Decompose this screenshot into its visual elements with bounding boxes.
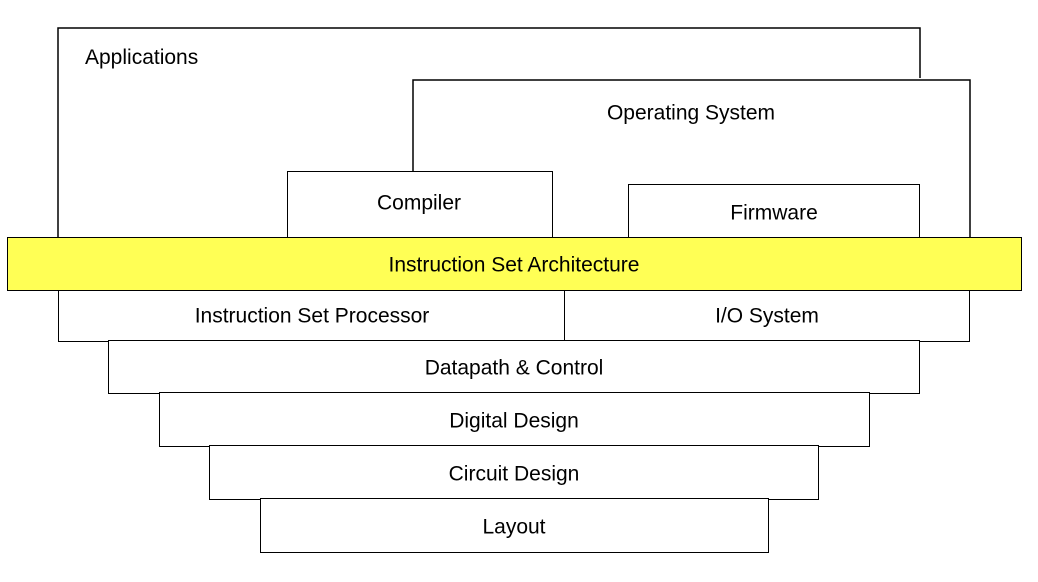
circuit-design-label: Circuit Design [448, 462, 580, 486]
io-system-box [564, 289, 970, 342]
isa-box [7, 237, 1022, 291]
digital-design-box [159, 392, 870, 447]
firmware-label: Firmware [730, 201, 818, 225]
layout-box [260, 498, 769, 553]
compiler-box [287, 171, 553, 239]
datapath-control-label: Datapath & Control [424, 356, 604, 380]
layout-label: Layout [482, 515, 546, 539]
compiler-label: Compiler [376, 191, 462, 215]
digital-design-label: Digital Design [449, 409, 579, 433]
isa-label: Instruction Set Architecture [388, 253, 640, 277]
io-system-label: I/O System [715, 304, 819, 328]
isp-box [58, 289, 566, 342]
applications-label: Applications [85, 46, 199, 69]
operating-system-label: Operating System [606, 101, 776, 125]
isp-label: Instruction Set Processor [194, 304, 430, 328]
firmware-box [628, 184, 920, 239]
